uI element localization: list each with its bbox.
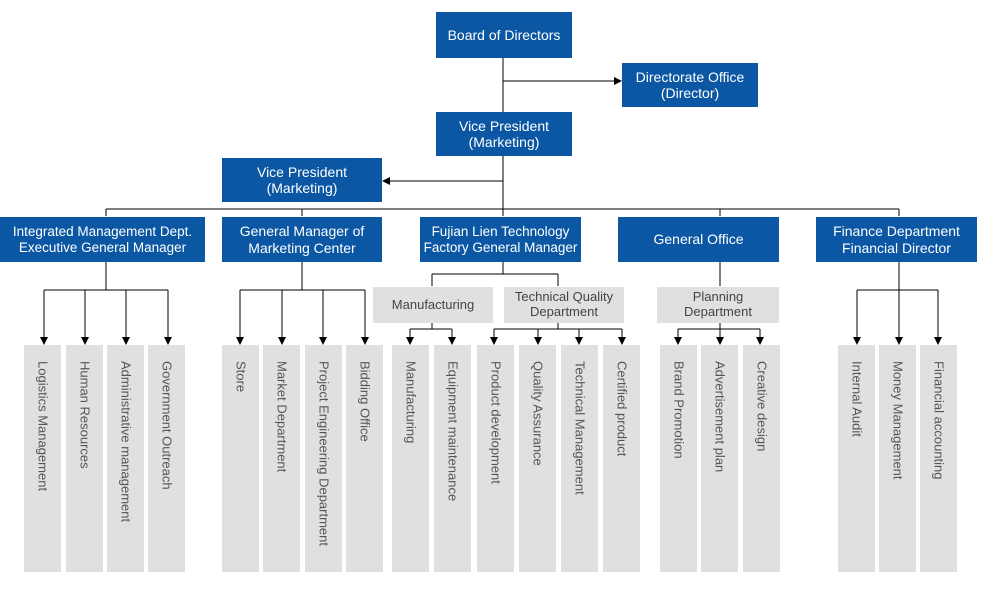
unit-label: Project Engineering Department [316, 361, 331, 546]
board-of-directors-box: Board of Directors [436, 12, 572, 58]
unit-brand-promotion: Brand Promotion [660, 345, 697, 572]
unit-manufacturing: Manufacturing [392, 345, 429, 572]
unit-label: Creative design [754, 361, 769, 452]
unit-label: Market Department [274, 361, 289, 473]
unit-quality-assurance: Quality Assurance [519, 345, 556, 572]
subdept-manufacturing: Manufacturing [373, 287, 493, 323]
unit-certified-product: Certified product [603, 345, 640, 572]
unit-label: Manufacturing [403, 361, 418, 444]
unit-label: Product development [488, 361, 503, 484]
dept-marketing-center: General Manager of Marketing Center [222, 217, 382, 262]
vice-president-main-box: Vice President (Marketing) [436, 112, 572, 156]
unit-label: Store [233, 361, 248, 393]
unit-government-outreach: Government Outreach [148, 345, 185, 572]
unit-label: Technical Management [572, 361, 587, 495]
unit-label: Internal Audit [849, 361, 864, 437]
unit-label: Financial accounting [931, 361, 946, 480]
unit-market-department: Market Department [263, 345, 300, 572]
unit-label: Bidding Office [357, 361, 372, 442]
unit-money-management: Money Management [879, 345, 916, 572]
unit-equipment-maintenance: Equipment maintenance [434, 345, 471, 572]
unit-label: Brand Promotion [671, 361, 686, 459]
unit-label: Administrative management [118, 361, 133, 523]
unit-technical-management: Technical Management [561, 345, 598, 572]
unit-project-engineering: Project Engineering Department [305, 345, 342, 572]
unit-label: Quality Assurance [530, 361, 545, 466]
directorate-office-box: Directorate Office (Director) [622, 63, 758, 107]
unit-label: Advertisement plan [712, 361, 727, 473]
dept-factory: Fujian Lien Technology Factory General M… [420, 217, 581, 262]
dept-general-office: General Office [618, 217, 779, 262]
subdept-planning: Planning Department [657, 287, 779, 323]
unit-label: Government Outreach [159, 361, 174, 490]
unit-advertisement-plan: Advertisement plan [701, 345, 738, 572]
unit-financial-accounting: Financial accounting [920, 345, 957, 572]
dept-finance: Finance Department Financial Director [816, 217, 977, 262]
dept-integrated-management: Integrated Management Dept. Executive Ge… [0, 217, 205, 262]
unit-bidding-office: Bidding Office [346, 345, 383, 572]
unit-label: Money Management [890, 361, 905, 480]
unit-label: Certified product [614, 361, 629, 457]
unit-administrative-management: Administrative management [107, 345, 144, 572]
unit-store: Store [222, 345, 259, 572]
unit-logistics-management: Logistics Management [24, 345, 61, 572]
unit-label: Equipment maintenance [445, 361, 460, 502]
unit-creative-design: Creative design [743, 345, 780, 572]
unit-label: Logistics Management [35, 361, 50, 492]
unit-label: Human Resources [77, 361, 92, 469]
unit-product-development: Product development [477, 345, 514, 572]
unit-human-resources: Human Resources [66, 345, 103, 572]
unit-internal-audit: Internal Audit [838, 345, 875, 572]
subdept-technical-quality: Technical Quality Department [504, 287, 624, 323]
vice-president-side-box: Vice President (Marketing) [222, 158, 382, 202]
